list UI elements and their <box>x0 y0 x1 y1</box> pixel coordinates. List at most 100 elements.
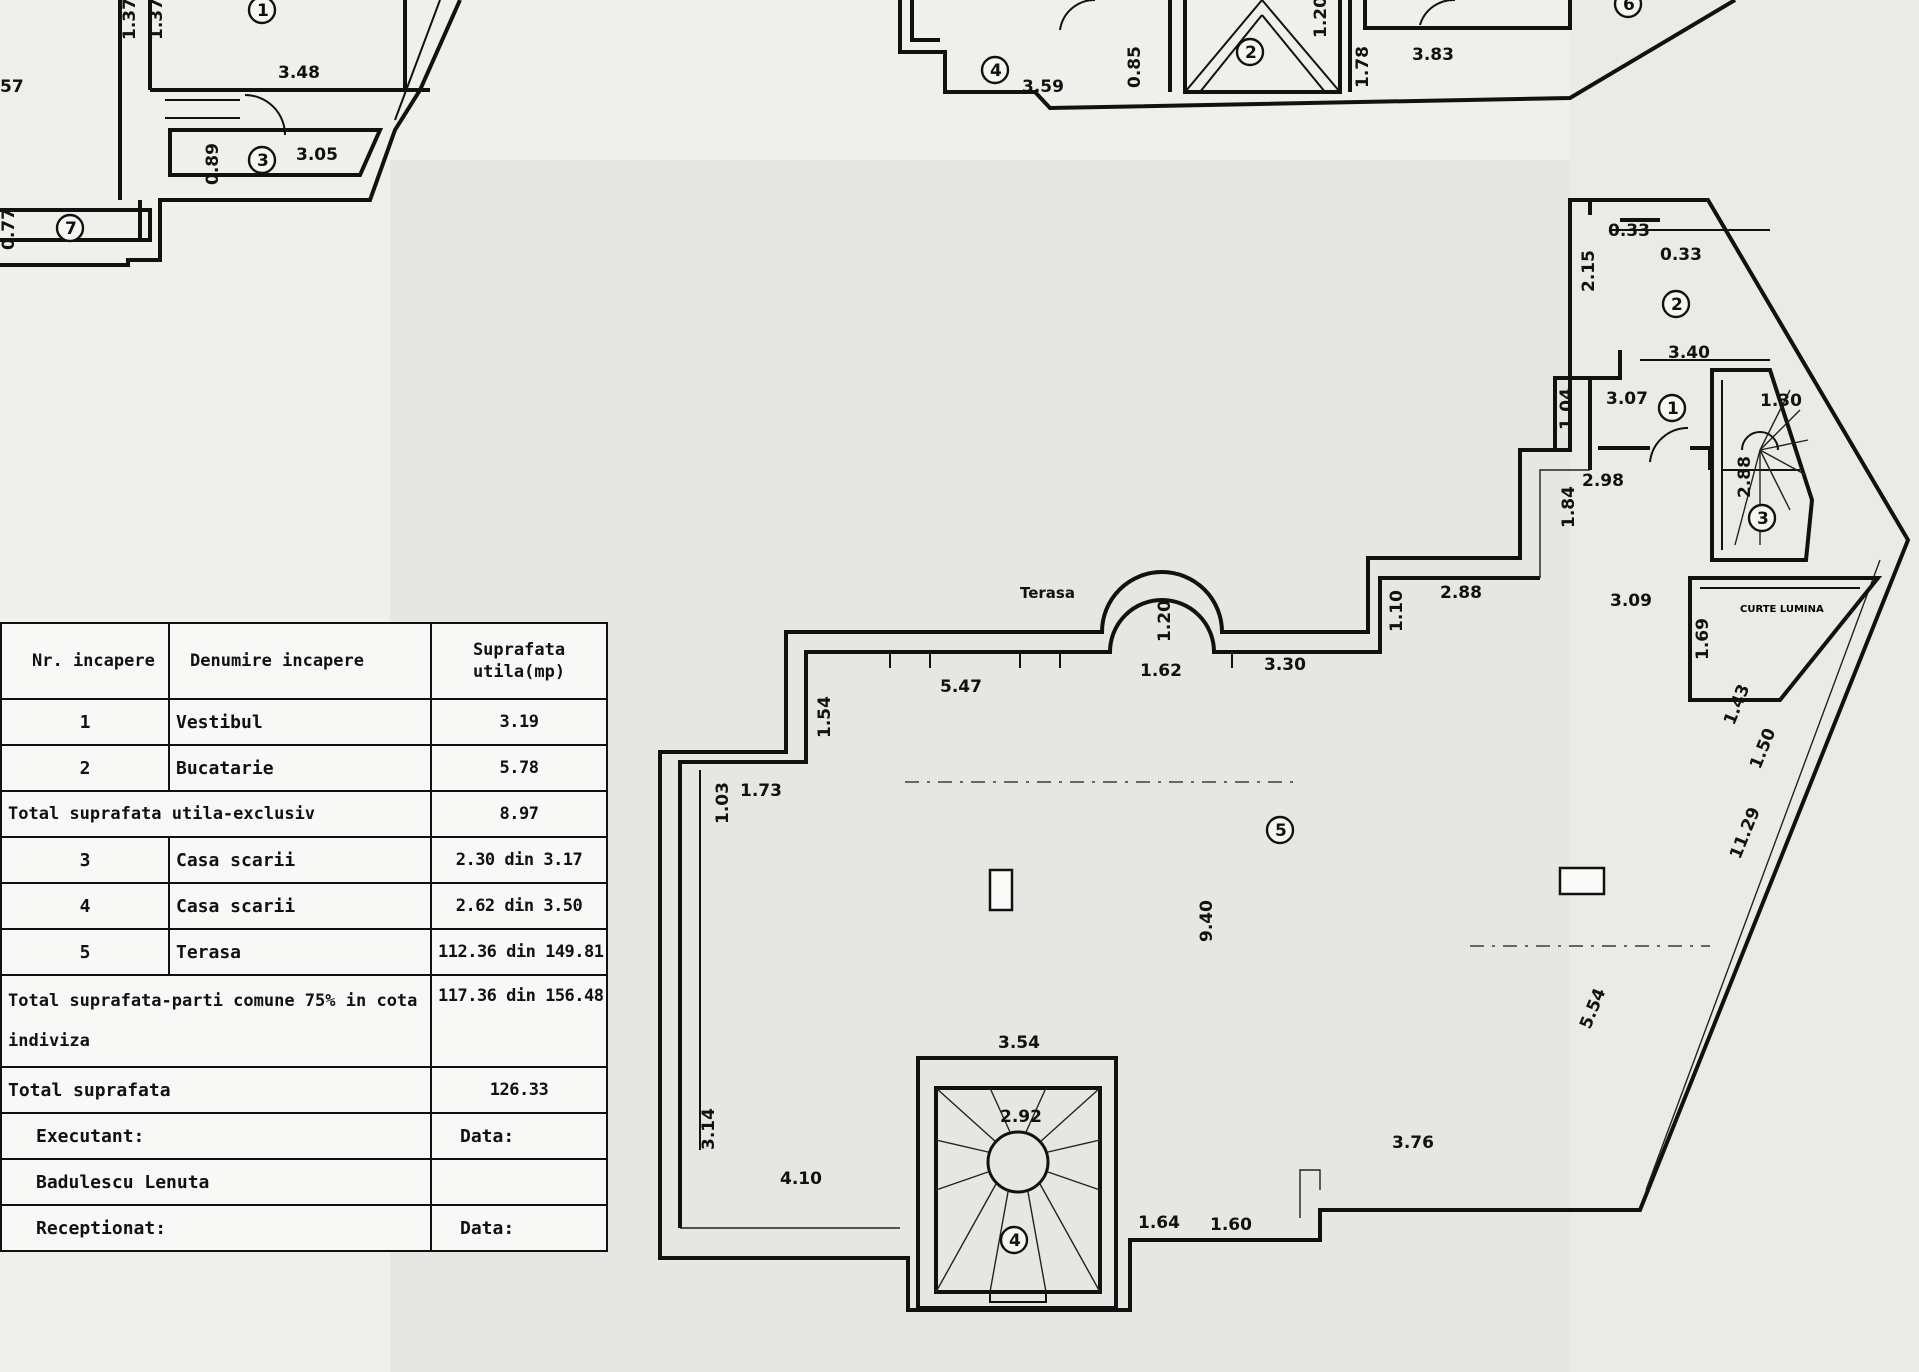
dim-text: 1.69 <box>1693 618 1713 660</box>
room-area: 5.78 <box>430 744 608 792</box>
room-marker: 7 <box>65 219 77 239</box>
main-plan: 5.47 1.20 1.62 3.30 1.10 2.88 3.09 1.69 … <box>658 198 1911 1312</box>
room-area: 2.30 din 3.17 <box>430 836 608 884</box>
room-marker: 3 <box>257 151 269 171</box>
dim-text: 0.89 <box>203 143 223 185</box>
table-row: 4 Casa scarii 2.62 din 3.50 <box>0 882 608 930</box>
room-name: Casa scarii <box>168 836 432 884</box>
room-nr: 5 <box>0 928 170 976</box>
dim-text: 1.84 <box>1559 486 1579 528</box>
table-row: 1 Vestibul 3.19 <box>0 698 608 746</box>
terrace-label: Terasa <box>1020 584 1075 602</box>
dim-text: 2.92 <box>1000 1107 1042 1127</box>
dim-text: 3.83 <box>1412 45 1454 65</box>
header-nr: Nr. incapere <box>0 622 170 700</box>
dim-text: 3.30 <box>1264 655 1306 675</box>
dim-text: 1.37 <box>120 0 140 40</box>
room-nr: 1 <box>0 698 170 746</box>
dim-text: 0.33 <box>1660 245 1702 265</box>
room-area: 3.19 <box>430 698 608 746</box>
room-name: Vestibul <box>168 698 432 746</box>
dim-text: 1.20 <box>1311 0 1331 38</box>
dim-text: 3.59 <box>1022 77 1064 97</box>
dim-text: 1.54 <box>815 696 835 738</box>
dim-text: 0.77 <box>0 208 19 250</box>
dim-text: 4.10 <box>780 1169 822 1189</box>
table-header-row: Nr. incapere Denumire incapere Suprafata… <box>0 622 608 700</box>
dim-text: 2.88 <box>1735 456 1755 498</box>
dim-text: 1.64 <box>1138 1213 1180 1233</box>
executant-label: Executant: <box>0 1112 432 1160</box>
dim-text: 3.40 <box>1668 343 1710 363</box>
room-name: Casa scarii <box>168 882 432 930</box>
dim-text: 1.30 <box>1760 391 1802 411</box>
dim-text: 1.04 <box>1557 388 1577 430</box>
room-marker-4: 4 <box>1009 1231 1021 1251</box>
receptionat-label: Receptionat: <box>0 1204 432 1252</box>
dim-text: 3.07 <box>1606 389 1648 409</box>
room-name: Terasa <box>168 928 432 976</box>
header-suprafata: Suprafata utila(mp) <box>430 622 608 700</box>
dim-text: 1.20 <box>1155 600 1175 642</box>
dim-text: 1.78 <box>1353 46 1373 88</box>
dim-text: 1.62 <box>1140 661 1182 681</box>
dim-text: 2.15 <box>1579 250 1599 292</box>
dim-text: 3.05 <box>296 145 338 165</box>
total-common-value: 117.36 din 156.48 <box>430 974 608 1068</box>
room-marker: 2 <box>1245 43 1257 63</box>
executant-signature-cell <box>430 1158 608 1206</box>
room-marker-2: 2 <box>1671 295 1683 315</box>
executant-name: Badulescu Lenuta <box>0 1158 432 1206</box>
dim-text: 3.14 <box>699 1108 719 1150</box>
room-marker: 4 <box>990 61 1002 81</box>
executant-date: Data: <box>430 1112 608 1160</box>
table-row-executant: Executant: Data: <box>0 1112 608 1160</box>
dim-text: 0.33 <box>1608 221 1650 241</box>
room-nr: 4 <box>0 882 170 930</box>
table-row: 5 Terasa 112.36 din 149.81 <box>0 928 608 976</box>
dim-text: 1.60 <box>1210 1215 1252 1235</box>
table-row-executant-name: Badulescu Lenuta <box>0 1158 608 1206</box>
courtyard-label: CURTE LUMINA <box>1740 604 1824 615</box>
dim-text: 1.73 <box>740 781 782 801</box>
dim-text: 57 <box>0 77 24 97</box>
dim-text: 9.40 <box>1197 900 1217 942</box>
dim-text: 1.10 <box>1387 590 1407 632</box>
total-exclusive-value: 8.97 <box>430 790 608 838</box>
dim-text: 5.47 <box>940 677 982 697</box>
room-nr: 3 <box>0 836 170 884</box>
top-right-plan: 3.59 0.85 1.20 1.78 3.83 4 2 6 <box>898 0 1737 111</box>
table-row: 3 Casa scarii 2.30 din 3.17 <box>0 836 608 884</box>
dim-text: 2.88 <box>1440 583 1482 603</box>
room-marker-1: 1 <box>1667 399 1679 419</box>
legend-table: Nr. incapere Denumire incapere Suprafata… <box>0 622 608 1252</box>
table-row: 2 Bucatarie 5.78 <box>0 744 608 792</box>
dim-text: 2.98 <box>1582 471 1624 491</box>
room-name: Bucatarie <box>168 744 432 792</box>
header-denumire: Denumire incapere <box>168 622 432 700</box>
room-area: 112.36 din 149.81 <box>430 928 608 976</box>
receptionat-date: Data: <box>430 1204 608 1252</box>
dim-text: 0.85 <box>1125 46 1145 88</box>
dim-text: 1.03 <box>713 782 733 824</box>
dim-text: 3.54 <box>998 1033 1040 1053</box>
top-left-plan: 1.37 1.37 3.48 3.05 0.89 0.77 57 1 3 7 <box>0 0 462 267</box>
room-marker-3: 3 <box>1757 509 1769 529</box>
room-marker: 1 <box>257 1 269 21</box>
dim-text: 3.48 <box>278 63 320 83</box>
dim-text: 1.37 <box>147 0 167 40</box>
table-row-total: Total suprafata 126.33 <box>0 1066 608 1114</box>
total-exclusive-label: Total suprafata utila-exclusiv <box>0 790 432 838</box>
table-row-receptionat: Receptionat: Data: <box>0 1204 608 1252</box>
dim-text: 3.76 <box>1392 1133 1434 1153</box>
table-row-total-exclusive: Total suprafata utila-exclusiv 8.97 <box>0 790 608 838</box>
room-marker: 6 <box>1623 0 1635 15</box>
dim-text: 3.09 <box>1610 591 1652 611</box>
room-area: 2.62 din 3.50 <box>430 882 608 930</box>
total-value: 126.33 <box>430 1066 608 1114</box>
total-label: Total suprafata <box>0 1066 432 1114</box>
table-row-total-common: Total suprafata-parti comune 75% in cota… <box>0 974 608 1068</box>
room-marker-5: 5 <box>1275 821 1287 841</box>
total-common-label: Total suprafata-parti comune 75% in cota… <box>0 974 432 1068</box>
room-nr: 2 <box>0 744 170 792</box>
